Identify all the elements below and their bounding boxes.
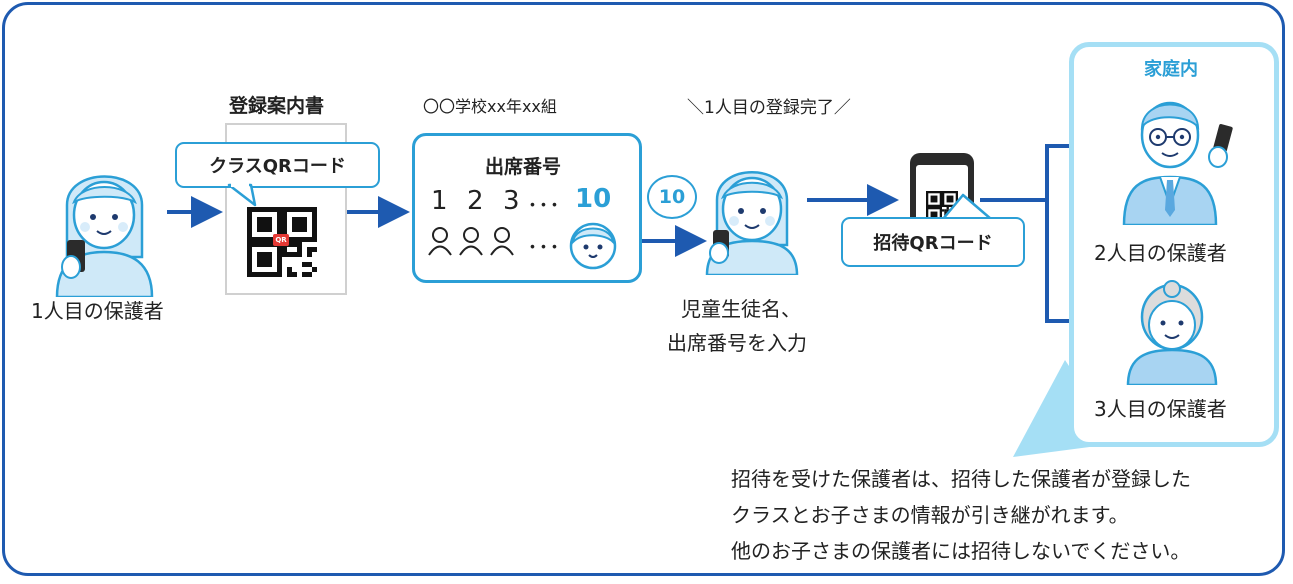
parent-completed-icon [695, 145, 810, 275]
seat-title: 出席番号 [485, 156, 562, 178]
registration-done-banner: ＼1人目の登録完了／ [687, 98, 851, 118]
qr-badge: QR [273, 234, 289, 246]
parent-with-phone-icon [47, 147, 162, 297]
family-title: 家庭内 [1144, 59, 1198, 80]
note-line2: クラスとお子さまの情報が引き継がれます。 [731, 503, 1129, 527]
invite-qr-callout-label: 招待QRコード [873, 233, 993, 254]
done-label-line2: 出席番号を入力 [667, 331, 807, 355]
class-qr-callout-tail [227, 183, 257, 207]
guardian1-label: 1人目の保護者 [31, 299, 164, 323]
family-box: 家庭内 2人目の保護者 [1069, 42, 1279, 447]
note-line1: 招待を受けた保護者は、招待した保護者が登録した [731, 467, 1191, 491]
seat-number-bubble-label: 10 [658, 186, 686, 208]
seat-person-icons [428, 227, 514, 256]
guardian2-label: 2人目の保護者 [1094, 241, 1227, 265]
done-label-line1: 児童生徒名、 [681, 297, 801, 321]
note-line3: 他のお子さまの保護者には招待しないでください。 [731, 539, 1191, 563]
guardian3-label: 3人目の保護者 [1094, 397, 1227, 421]
class-label: 〇〇学校xx年xx組 [423, 97, 557, 116]
class-qr-callout-label: クラスQRコード [209, 156, 346, 177]
guide-title: 登録案内書 [229, 95, 325, 117]
diagram-frame: 1人目の保護者 登録案内書 QR クラスQRコード 〇〇学校xx年xx組 出席番… [2, 2, 1285, 576]
seat-ellipsis-bottom: ･･･ [527, 236, 561, 261]
grandmother-icon [1120, 275, 1230, 385]
class-qr-callout: クラスQRコード [175, 142, 380, 188]
seat-number-box: 出席番号 1 2 3 ･･･ 10 ･･･ [412, 133, 642, 283]
seat-number-bubble: 10 [647, 175, 697, 219]
child-face-icon [567, 218, 619, 274]
seat-number-selected: 10 [575, 184, 612, 214]
invite-qr-callout: 招待QRコード [841, 217, 1025, 267]
seat-number-3: 3 [503, 186, 520, 216]
father-with-phone-icon [1112, 85, 1242, 225]
seat-number-1: 1 [431, 186, 448, 216]
seat-number-2: 2 [467, 186, 484, 216]
seat-ellipsis-top: ･･･ [527, 194, 561, 219]
